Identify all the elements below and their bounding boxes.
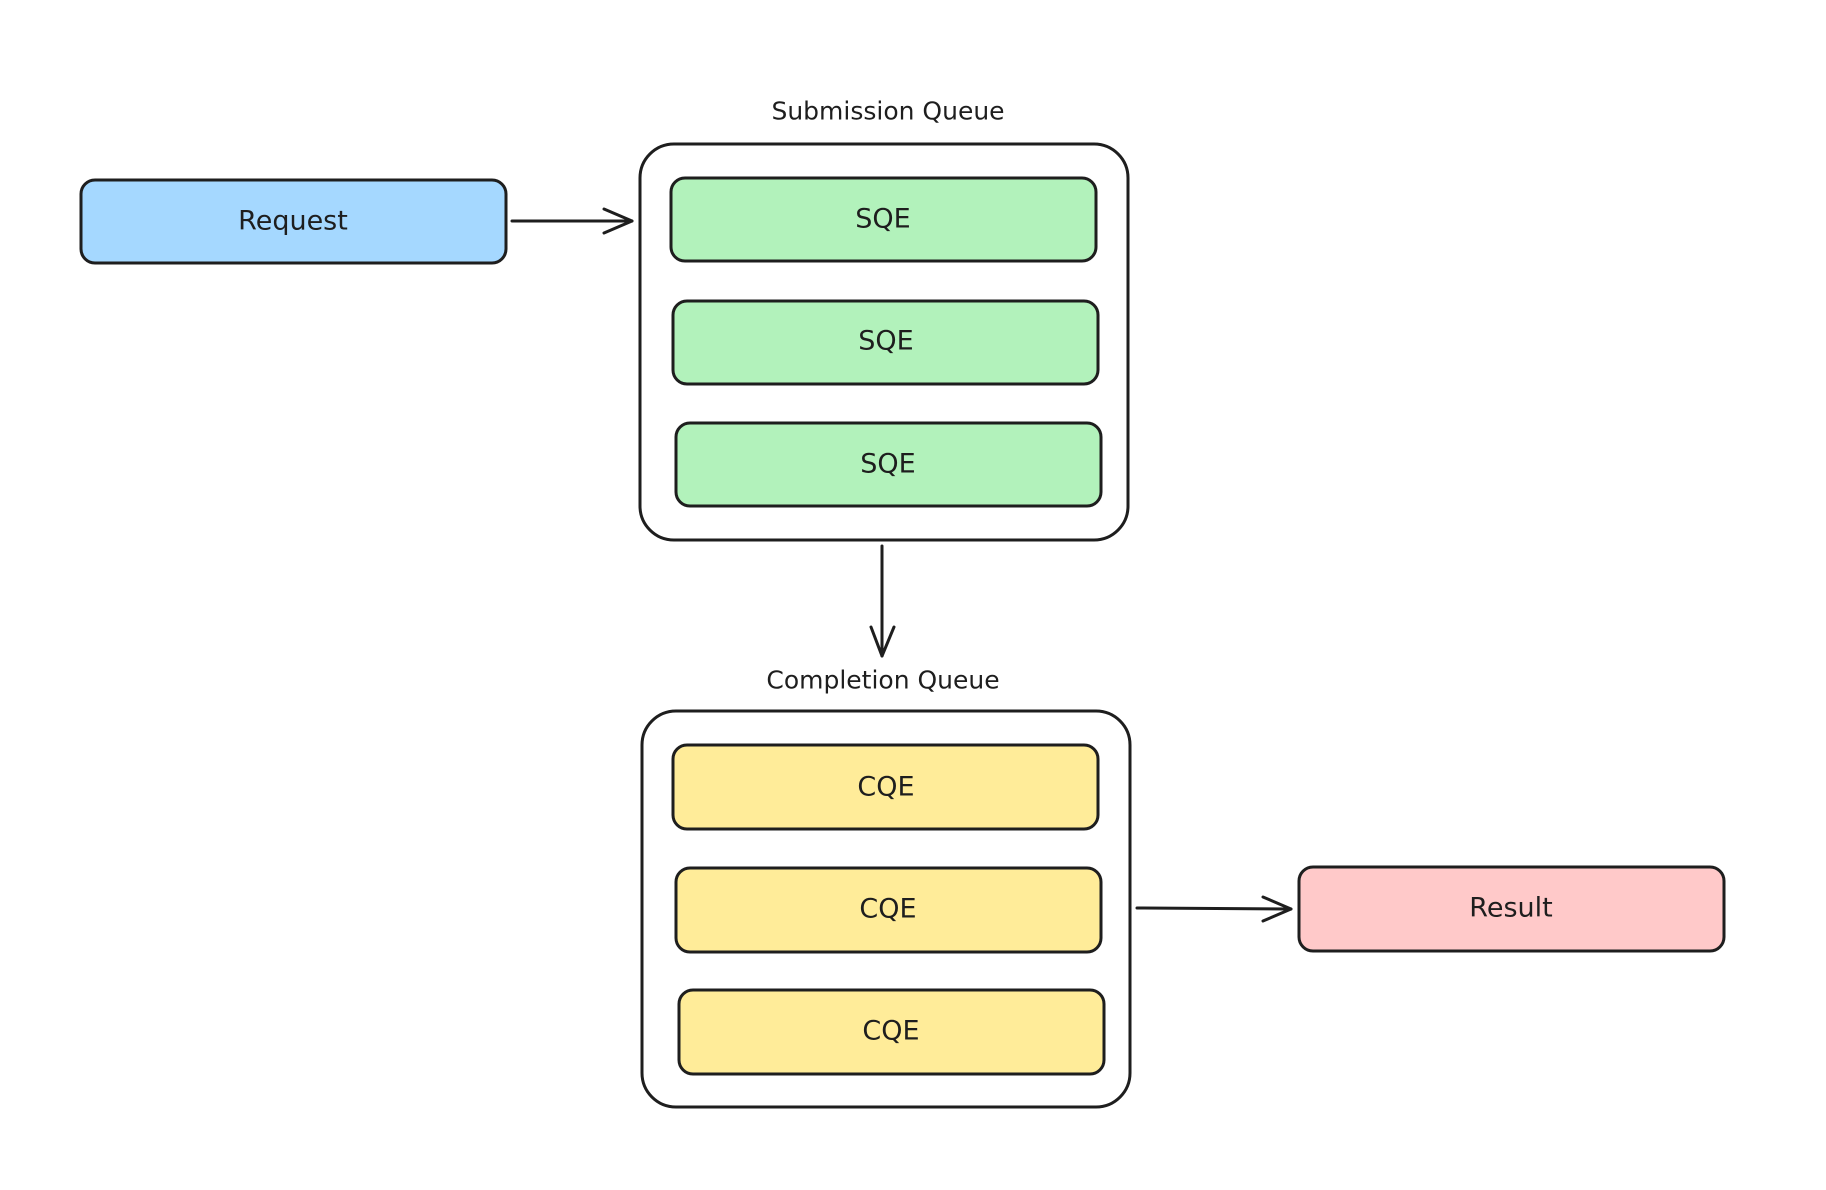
cqe-entry: CQE [671,743,1100,831]
request-node: Request [79,178,508,265]
cqe-box [674,866,1103,954]
sqe-label: SQE [855,204,910,235]
cqe-entry: CQE [674,866,1103,954]
arrow-sq-to-cq [869,544,896,658]
sqe-box [669,176,1098,263]
cqe-label: CQE [859,894,916,925]
sqe-box [674,421,1103,508]
completion-queue-title: Completion Queue [766,666,999,695]
cqe-box [671,743,1100,831]
sqe-label: SQE [860,449,915,480]
cqe-box [677,988,1106,1076]
request-box [79,178,508,265]
cqe-label: CQE [862,1016,919,1047]
sqe-entry: SQE [669,176,1098,263]
sqe-label: SQE [858,326,913,357]
cqe-entry: CQE [677,988,1106,1076]
submission-queue-title: Submission Queue [771,97,1004,126]
request-label: Request [238,206,348,237]
sqe-entry: SQE [674,421,1103,508]
result-node: Result [1297,865,1726,953]
result-box [1297,865,1726,953]
cqe-label: CQE [857,772,914,803]
completion-queue: CQE CQE CQE [640,709,1132,1109]
arrow-cq-to-result [1135,895,1293,923]
arrow-request-to-sq [510,207,634,235]
result-label: Result [1469,893,1552,924]
sqe-box [671,299,1100,386]
sqe-entry: SQE [671,299,1100,386]
submission-queue: SQE SQE SQE [638,142,1130,542]
